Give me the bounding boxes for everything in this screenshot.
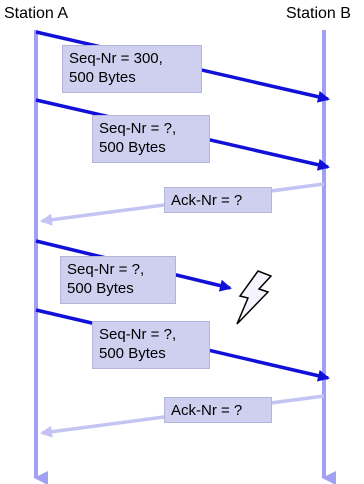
message-label-4-seq: Seq-Nr = ?, xyxy=(99,326,177,343)
message-label-lost-seq: Seq-Nr = ?, xyxy=(67,261,145,278)
message-label-2: Seq-Nr = ?, 500 Bytes xyxy=(92,115,210,163)
station-a-label: Station A xyxy=(4,5,69,22)
ack-label-2-text: Ack-Nr = ? xyxy=(171,402,243,419)
message-label-2-seq: Seq-Nr = ?, xyxy=(99,120,177,137)
lightning-bolt-icon xyxy=(236,270,273,325)
message-label-1-seq: Seq-Nr = 300, xyxy=(69,50,163,67)
message-label-lost: Seq-Nr = ?, 500 Bytes xyxy=(60,256,176,304)
message-label-2-size: 500 Bytes xyxy=(99,139,166,156)
message-label-4-size: 500 Bytes xyxy=(99,345,166,362)
message-label-lost-size: 500 Bytes xyxy=(67,280,134,297)
ack-label-2: Ack-Nr = ? xyxy=(164,397,272,423)
message-label-4: Seq-Nr = ?, 500 Bytes xyxy=(92,321,210,369)
ack-label-1-text: Ack-Nr = ? xyxy=(171,192,243,209)
ack-label-1: Ack-Nr = ? xyxy=(164,187,272,213)
message-label-1: Seq-Nr = 300, 500 Bytes xyxy=(62,45,202,93)
message-label-1-size: 500 Bytes xyxy=(69,69,136,86)
station-b-label: Station B xyxy=(286,5,351,22)
